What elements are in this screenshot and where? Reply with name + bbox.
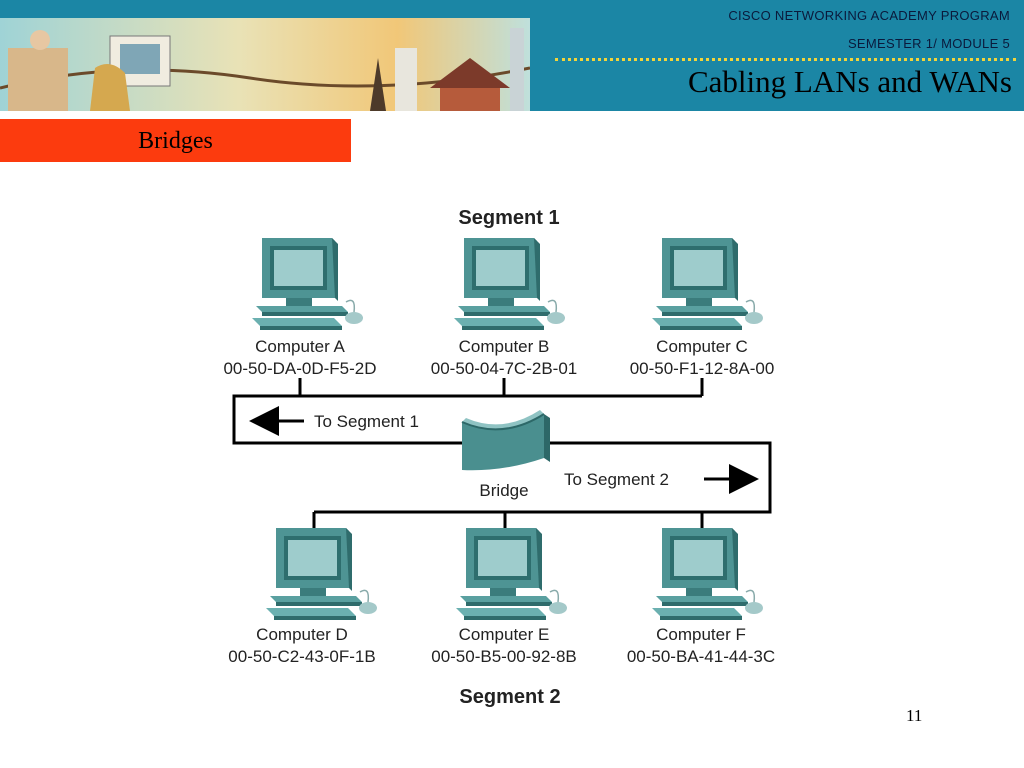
header-banner-image xyxy=(0,18,530,111)
computer-a-mac: 00-50-DA-0D-F5-2D xyxy=(223,359,376,378)
slide-header: CISCO NETWORKING ACADEMY PROGRAM SEMESTE… xyxy=(0,0,1024,111)
computer-b-mac: 00-50-04-7C-2B-01 xyxy=(431,359,577,378)
bridge-label: Bridge xyxy=(479,481,528,500)
computer-d-name: Computer D xyxy=(256,625,348,644)
computer-f-mac: 00-50-BA-41-44-3C xyxy=(627,647,775,666)
computer-f-name: Computer F xyxy=(656,625,746,644)
computer-e-mac: 00-50-B5-00-92-8B xyxy=(431,647,577,666)
segment-1-cable xyxy=(232,378,704,445)
bridge-icon xyxy=(461,410,550,471)
segment-1-label: Segment 1 xyxy=(458,207,559,229)
segment-2-label: Segment 2 xyxy=(459,686,560,708)
slide-title: Cabling LANs and WANs xyxy=(687,64,1012,99)
computer-a-icon xyxy=(251,237,364,331)
header-divider xyxy=(555,58,1016,61)
computer-e-icon xyxy=(455,527,568,621)
computer-b-name: Computer B xyxy=(459,337,550,356)
computer-c-mac: 00-50-F1-12-8A-00 xyxy=(630,359,775,378)
to-segment-1-label: To Segment 1 xyxy=(314,412,419,431)
section-bar: Bridges xyxy=(0,119,351,162)
computer-b-icon xyxy=(453,237,566,331)
computer-a-name: Computer A xyxy=(255,337,345,356)
to-segment-2-label: To Segment 2 xyxy=(564,470,669,489)
computer-f-icon xyxy=(651,527,764,621)
page-number: 11 xyxy=(906,706,923,725)
section-title: Bridges xyxy=(138,128,213,154)
computer-d-mac: 00-50-C2-43-0F-1B xyxy=(228,647,375,666)
segment-2-cable xyxy=(312,441,772,528)
module-label: SEMESTER 1/ MODULE 5 xyxy=(847,36,1010,51)
program-name: CISCO NETWORKING ACADEMY PROGRAM xyxy=(728,8,1010,23)
computer-d-icon xyxy=(265,527,378,621)
computer-e-name: Computer E xyxy=(459,625,550,644)
computer-c-icon xyxy=(651,237,764,331)
computer-c-name: Computer C xyxy=(656,337,748,356)
